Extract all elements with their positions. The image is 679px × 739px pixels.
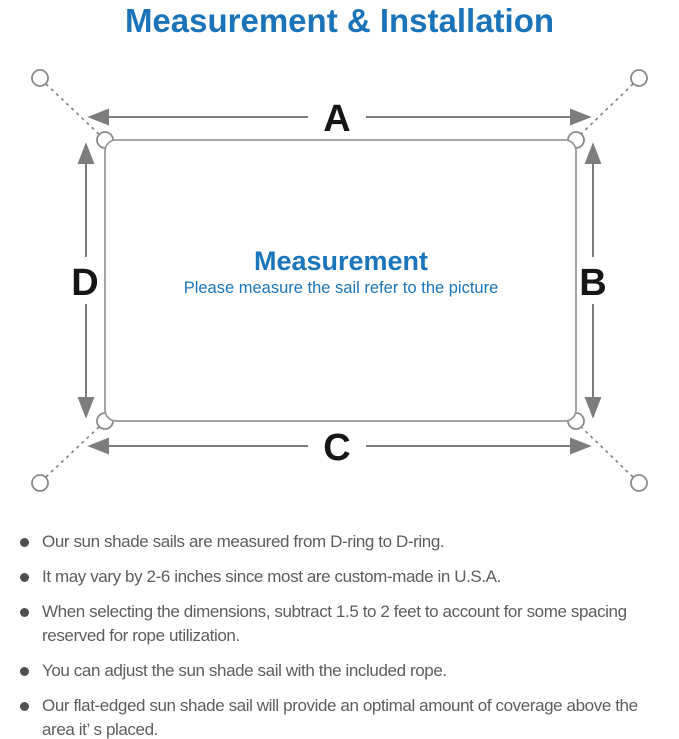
note-text: Our flat-edged sun shade sail will provi… — [42, 696, 638, 739]
bullet-dot-icon — [20, 667, 29, 676]
arrow-head-up-icon — [77, 142, 95, 164]
diagram-center-subtitle: Please measure the sail refer to the pic… — [184, 279, 499, 297]
note-text: When selecting the dimensions, subtract … — [42, 602, 627, 645]
list-item: You can adjust the sun shade sail with t… — [20, 659, 665, 683]
anchor-point-icon-top-left — [31, 69, 49, 87]
rope-line-bottom-right — [578, 424, 634, 478]
arrow-head-down-icon — [584, 397, 602, 419]
anchor-point-icon-bottom-left — [31, 474, 49, 492]
side-label-c: C — [323, 427, 350, 469]
note-text: It may vary by 2-6 inches since most are… — [42, 567, 501, 586]
rope-line-bottom-left — [45, 424, 102, 478]
anchor-point-icon-bottom-right — [630, 474, 648, 492]
note-text: Our sun shade sails are measured from D-… — [42, 532, 445, 551]
diagram-center-title: Measurement — [254, 246, 428, 276]
arrow-head-up-icon — [584, 142, 602, 164]
bullet-dot-icon — [20, 538, 29, 547]
rope-line-top-left — [45, 83, 102, 137]
bullet-dot-icon — [20, 702, 29, 711]
arrow-head-left-icon — [87, 108, 109, 126]
arrow-head-right-icon — [570, 108, 592, 126]
note-text: You can adjust the sun shade sail with t… — [42, 661, 447, 680]
side-label-a: A — [323, 98, 350, 140]
sail-measurement-diagram: A B C D Measurement Please measure the s… — [31, 69, 648, 492]
bullet-dot-icon — [20, 608, 29, 617]
rope-line-top-right — [578, 83, 634, 137]
list-item: It may vary by 2-6 inches since most are… — [20, 565, 665, 589]
side-label-d: D — [71, 262, 98, 304]
instruction-notes-list: Our sun shade sails are measured from D-… — [20, 530, 665, 739]
anchor-point-icon-top-right — [630, 69, 648, 87]
arrow-head-left-icon — [87, 437, 109, 455]
list-item: Our sun shade sails are measured from D-… — [20, 530, 665, 554]
list-item: Our flat-edged sun shade sail will provi… — [20, 694, 665, 739]
arrow-head-down-icon — [77, 397, 95, 419]
sail-outline — [104, 139, 577, 422]
page-title: Measurement & Installation — [124, 2, 555, 39]
arrow-head-right-icon — [570, 437, 592, 455]
side-label-b: B — [579, 262, 606, 304]
bullet-dot-icon — [20, 573, 29, 582]
list-item: When selecting the dimensions, subtract … — [20, 600, 665, 648]
